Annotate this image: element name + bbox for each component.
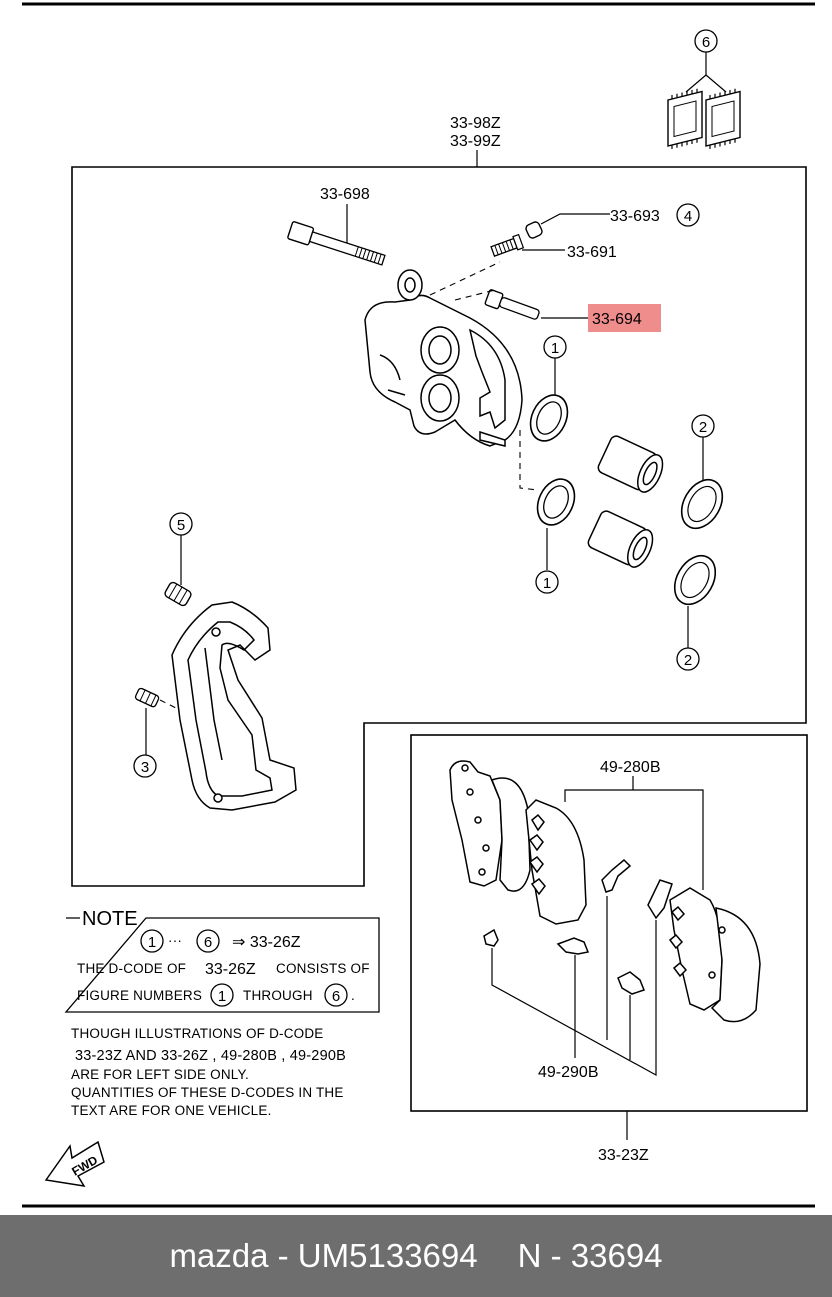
note-box: NOTE 1 ··· 6 ⇒ 33-26Z THE D-CODE OF 33-2… bbox=[64, 908, 380, 1013]
note-line1-b: CONSISTS OF bbox=[276, 961, 370, 976]
note-line1-a: THE D-CODE OF bbox=[77, 961, 186, 976]
pistons bbox=[587, 435, 664, 568]
note-range-start: 1 bbox=[148, 934, 156, 951]
bleeder-screw: 33-691 bbox=[490, 233, 617, 261]
bleeder-label: 33-691 bbox=[567, 244, 617, 261]
para-3: ARE FOR LEFT SIDE ONLY. bbox=[71, 1067, 249, 1082]
bolt-label: 33-698 bbox=[320, 186, 370, 203]
pad-set-a-label: 49-280B bbox=[600, 759, 661, 776]
para-5: TEXT ARE FOR ONE VEHICLE. bbox=[71, 1103, 272, 1118]
assembly-label-2: 33-99Z bbox=[450, 133, 501, 150]
note-heading: NOTE bbox=[82, 908, 138, 930]
callout-5: 5 bbox=[177, 517, 185, 534]
para-1: THOUGH ILLUSTRATIONS OF D-CODE bbox=[71, 1026, 324, 1041]
piston-seal-upper: 1 bbox=[529, 335, 569, 442]
callout-4: 4 bbox=[684, 208, 692, 225]
note-line2-mid: THROUGH bbox=[243, 988, 313, 1003]
note-line2-n1: 1 bbox=[218, 988, 226, 1005]
dust-boot-upper: 2 bbox=[680, 414, 724, 530]
bushing: 3 bbox=[133, 687, 160, 778]
note-range-dots: ··· bbox=[168, 933, 182, 948]
callout-2-lower: 2 bbox=[684, 652, 692, 669]
forward-arrow: FWD bbox=[44, 1140, 105, 1187]
dust-boot-lower: 2 bbox=[673, 554, 717, 671]
note-range-end: 6 bbox=[204, 934, 212, 951]
pad-assembly-label: 33-23Z bbox=[598, 1147, 649, 1164]
brake-pads bbox=[449, 760, 761, 1023]
callout-1-upper: 1 bbox=[551, 340, 559, 357]
callout-6: 6 bbox=[702, 34, 710, 51]
footer-bar: mazda - UM5133694 N - 33694 bbox=[0, 1215, 832, 1297]
cap-label: 33-693 bbox=[610, 208, 660, 225]
note-line2-n2: 6 bbox=[332, 988, 340, 1005]
note-line1-code: 33-26Z bbox=[205, 961, 256, 978]
bleeder-cap: 33-693 4 bbox=[525, 203, 700, 239]
pin-boot: 5 bbox=[164, 512, 193, 607]
para-2: 33-23Z AND 33-26Z , 49-280B , 49-290B bbox=[75, 1048, 346, 1064]
piston-seal-lower: 1 bbox=[535, 478, 576, 594]
caliper-bracket bbox=[171, 601, 297, 811]
note-line2-end: . bbox=[351, 988, 355, 1003]
note-line2-a: FIGURE NUMBERS bbox=[77, 988, 202, 1003]
callout-3: 3 bbox=[141, 759, 149, 776]
note-paragraph: THOUGH ILLUSTRATIONS OF D-CODE 33-23Z AN… bbox=[71, 1026, 346, 1118]
assembly-label-1: 33-98Z bbox=[450, 115, 501, 132]
mounting-bolt: 33-698 bbox=[287, 186, 386, 266]
pad-leaders: 49-280B 49-290B bbox=[491, 759, 704, 1081]
shim-pair: 6 bbox=[667, 29, 741, 150]
caliper-assembly-frame bbox=[71, 166, 807, 887]
note-arrow-code: ⇒ 33-26Z bbox=[232, 934, 301, 951]
pad-set-b-label: 49-290B bbox=[538, 1064, 599, 1081]
callout-2-upper: 2 bbox=[699, 419, 707, 436]
guide-pin-label: 33-694 bbox=[592, 311, 642, 328]
highlight-box bbox=[588, 304, 661, 332]
para-4: QUANTITIES OF THESE D-CODES IN THE bbox=[71, 1085, 344, 1100]
caliper-body bbox=[364, 269, 523, 447]
guide-pin: 33-694 bbox=[484, 289, 661, 332]
footer-brand-part: mazda - UM5133694 bbox=[169, 1237, 478, 1274]
footer-part-number: N - 33694 bbox=[517, 1237, 663, 1274]
pad-assembly-frame bbox=[410, 734, 808, 1112]
callout-1-lower: 1 bbox=[543, 575, 551, 592]
